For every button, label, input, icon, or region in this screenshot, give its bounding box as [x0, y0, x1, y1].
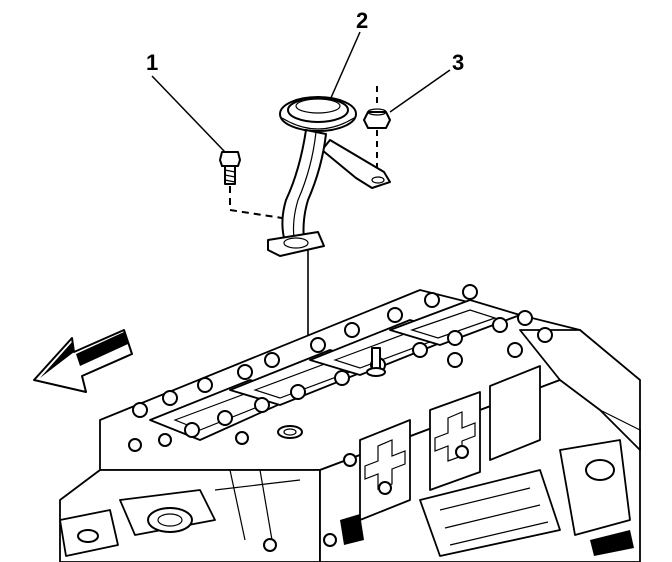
leader-line-2 [329, 31, 361, 101]
callout-group-3: 3 [389, 50, 464, 113]
mounting-stud [366, 347, 386, 377]
leader-line-1 [151, 75, 226, 153]
skirt-ribs [359, 365, 541, 521]
front-arrow-icon [33, 329, 133, 393]
bolt-alignment-line [229, 186, 283, 219]
callout-1: 1 [146, 50, 158, 75]
pickup-port [277, 425, 303, 439]
callout-2: 2 [356, 8, 368, 33]
pickup-tube-icon [267, 96, 391, 430]
nut-icon [363, 86, 391, 168]
engine-block-icon [59, 284, 641, 562]
callout-3: 3 [452, 50, 464, 75]
bolt-icon [219, 151, 283, 219]
callout-group-2: 2 [329, 8, 368, 101]
front-lower-features [59, 445, 469, 557]
crankcase-detail [340, 439, 634, 557]
leader-line-3 [389, 69, 451, 113]
callout-group-1: 1 [146, 50, 226, 153]
